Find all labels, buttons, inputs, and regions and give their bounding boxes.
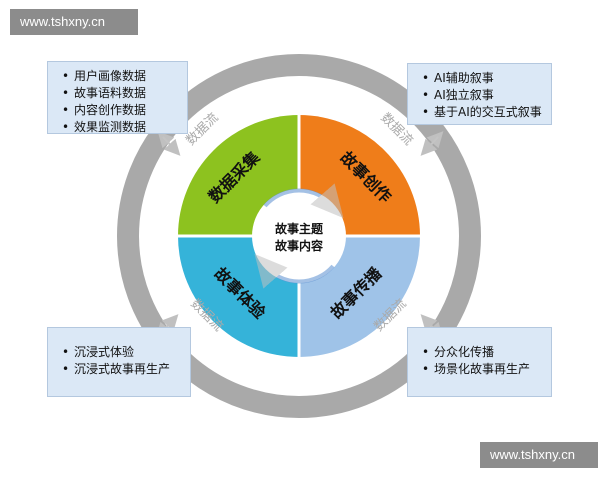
list-item: AI独立叙事 — [422, 87, 543, 104]
media-environment-left: 媒介环境 — [98, 205, 119, 267]
cycle-arrow-bottom — [254, 253, 335, 289]
cycle-arrow-top — [263, 183, 344, 219]
center-text-line1: 故事主题 — [275, 221, 324, 236]
list-item: 分众化传播 — [422, 344, 543, 361]
list-item: 内容创作数据 — [62, 102, 179, 119]
list-item: 用户画像数据 — [62, 68, 179, 85]
watermark-bottom: www.tshxny.cn — [480, 442, 598, 468]
watermark-top: www.tshxny.cn — [10, 9, 138, 35]
list-item: 故事语料数据 — [62, 85, 179, 102]
list-item: 场景化故事再生产 — [422, 361, 543, 378]
center-text-line2: 故事内容 — [275, 238, 323, 253]
info-box-story-dissemination: 分众化传播 场景化故事再生产 — [407, 327, 552, 397]
media-environment-right: 媒介环境 — [479, 205, 500, 267]
list-item: 基于AI的交互式叙事 — [422, 104, 543, 121]
media-environment-ring — [117, 54, 481, 418]
list-item: 沉浸式体验 — [62, 344, 182, 361]
list-item: 沉浸式故事再生产 — [62, 361, 182, 378]
list-item: 效果监测数据 — [62, 119, 179, 136]
info-box-story-creation: AI辅助叙事 AI独立叙事 基于AI的交互式叙事 — [407, 63, 552, 125]
info-box-data-collection: 用户画像数据 故事语料数据 内容创作数据 效果监测数据 — [47, 61, 188, 136]
list-item: AI辅助叙事 — [422, 70, 543, 87]
info-box-story-experience: 沉浸式体验 沉浸式故事再生产 — [47, 327, 191, 397]
